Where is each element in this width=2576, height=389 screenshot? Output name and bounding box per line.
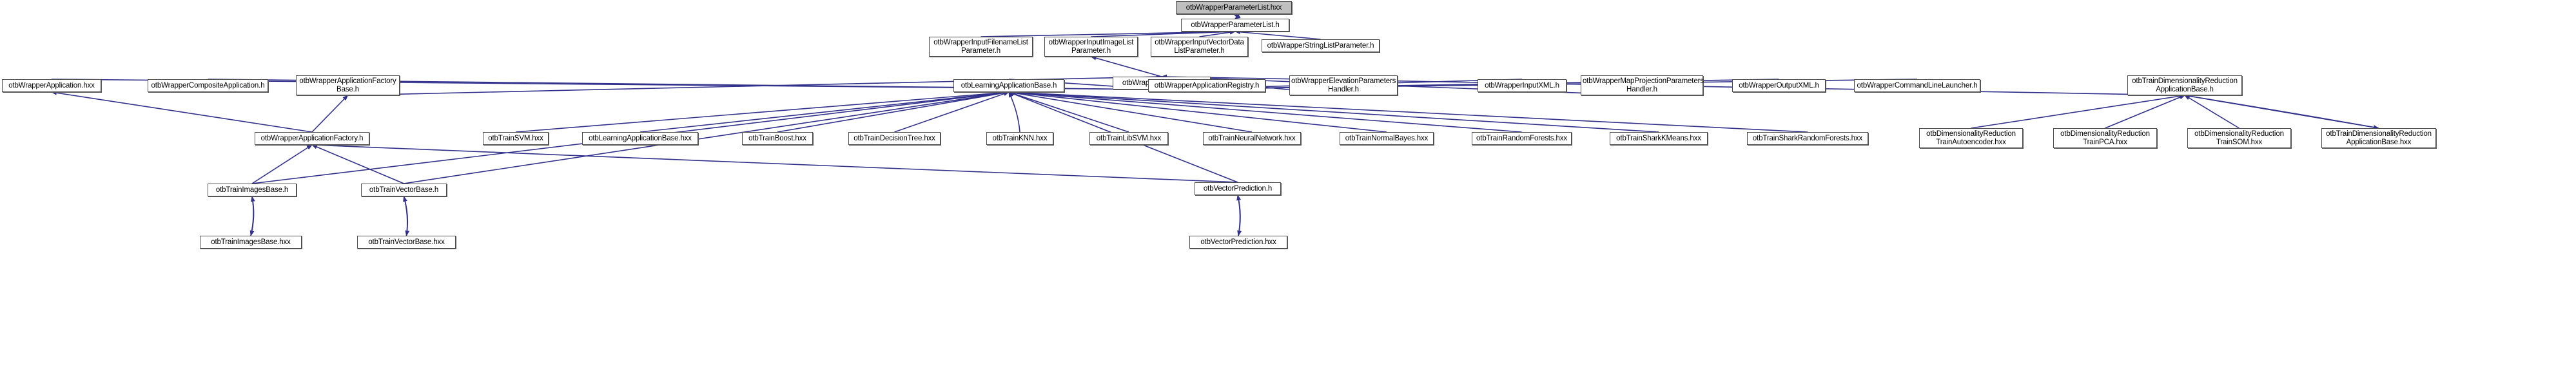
graph-node-label: otbWrapperInputImageList Parameter.h [1048, 39, 1134, 55]
graph-node-label: otbTrainSharkRandomForests.hxx [1752, 134, 1863, 142]
graph-node[interactable]: otbWrapperInputVectorData ListParameter.… [1151, 37, 1248, 57]
graph-node-label: otbTrainImagesBase.hxx [211, 238, 291, 246]
graph-node-label: otbLearningApplicationBase.h [961, 81, 1057, 90]
graph-node[interactable]: otbTrainVectorBase.hxx [357, 236, 456, 249]
graph-node-label: otbWrapperParameterList.h [1191, 21, 1280, 29]
graph-node[interactable]: otbWrapperApplicationFactory Base.h [296, 75, 400, 95]
graph-node[interactable]: otbTrainSVM.hxx [483, 132, 549, 145]
graph-node[interactable]: otbWrapperCommandLineLauncher.h [1854, 79, 1980, 92]
graph-node[interactable]: otbLearningApplicationBase.hxx [582, 132, 698, 145]
graph-node[interactable]: otbWrapperMapProjectionParameters Handle… [1581, 75, 1704, 95]
graph-node[interactable]: otbTrainRandomForests.hxx [1472, 132, 1572, 145]
graph-node[interactable]: otbWrapperCompositeApplication.h [148, 79, 268, 92]
graph-node-label: otbTrainLibSVM.hxx [1096, 134, 1162, 142]
graph-node-label: otbWrapperInputXML.h [1485, 81, 1559, 90]
graph-node[interactable]: otbTrainImagesBase.h [208, 184, 297, 196]
graph-node-label: otbVectorPrediction.hxx [1200, 238, 1276, 246]
graph-node[interactable]: otbWrapperApplication.hxx [2, 79, 101, 92]
graph-node-label: otbTrainDecisionTree.hxx [854, 134, 935, 142]
graph-node-label: otbTrainNormalBayes.hxx [1345, 134, 1429, 142]
graph-node[interactable]: otbLearningApplicationBase.h [953, 79, 1064, 92]
graph-node-label: otbWrapperStringListParameter.h [1267, 41, 1374, 50]
graph-node-label: otbTrainDimensionalityReduction Applicat… [2132, 77, 2238, 93]
graph-node-root[interactable]: otbWrapperParameterList.hxx [1176, 1, 1292, 14]
graph-node[interactable]: otbTrainNormalBayes.hxx [1340, 132, 1434, 145]
graph-node-label: otbTrainDimensionalityReduction Applicat… [2326, 130, 2432, 146]
graph-node[interactable]: otbTrainImagesBase.hxx [200, 236, 302, 249]
graph-node[interactable]: otbDimensionalityReduction TrainAutoenco… [1919, 128, 2023, 148]
graph-node-label: otbWrapperApplicationRegistry.h [1154, 81, 1260, 90]
graph-node-label: otbWrapperApplication.hxx [8, 81, 95, 90]
graph-node[interactable]: otbWrapperApplicationRegistry.h [1148, 79, 1265, 92]
graph-node-label: otbTrainKNN.hxx [992, 134, 1048, 142]
graph-node-label: otbLearningApplicationBase.hxx [589, 134, 692, 142]
graph-node-label: otbWrapperMapProjectionParameters Handle… [1583, 77, 1704, 93]
graph-node-label: otbWrapperParameterList.hxx [1186, 3, 1282, 12]
graph-node-label: otbTrainVectorBase.hxx [368, 238, 445, 246]
graph-node-label: otbWrapperInputVectorData ListParameter.… [1155, 39, 1244, 55]
graph-node[interactable]: otbTrainSharkKMeans.hxx [1610, 132, 1708, 145]
graph-node[interactable]: otbWrapperApplicationFactory.h [255, 132, 369, 145]
graph-node[interactable]: otbTrainDecisionTree.hxx [848, 132, 941, 145]
graph-node[interactable]: otbWrapperOutputXML.h [1732, 79, 1826, 92]
graph-node-label: otbWrapperElevationParameters Handler.h [1291, 77, 1396, 93]
graph-node[interactable]: otbTrainSharkRandomForests.hxx [1747, 132, 1868, 145]
graph-node-label: otbDimensionalityReduction TrainPCA.hxx [2060, 130, 2150, 146]
graph-node[interactable]: otbTrainNeuralNetwork.hxx [1203, 132, 1301, 145]
graph-node-label: otbTrainImagesBase.h [215, 185, 289, 194]
graph-node[interactable]: otbVectorPrediction.h [1195, 182, 1281, 195]
graph-node-label: otbWrapperApplicationFactory Base.h [299, 77, 396, 93]
graph-node[interactable]: otbWrapperInputImageList Parameter.h [1044, 37, 1138, 57]
graph-node[interactable]: otbWrapperInputFilenameList Parameter.h [929, 37, 1033, 57]
graph-node-label: otbTrainRandomForests.hxx [1476, 134, 1567, 142]
graph-node-label: otbWrapperApplicationFactory.h [260, 134, 364, 142]
graph-node[interactable]: otbWrapperParameterList.h [1181, 19, 1289, 32]
graph-node[interactable]: otbTrainDimensionalityReduction Applicat… [2321, 128, 2436, 148]
graph-node[interactable]: otbTrainKNN.hxx [986, 132, 1053, 145]
graph-node-label: otbDimensionalityReduction TrainSOM.hxx [2194, 130, 2284, 146]
graph-node-label: otbVectorPrediction.h [1203, 184, 1273, 193]
graph-node[interactable]: otbTrainBoost.hxx [742, 132, 813, 145]
graph-node-label: otbTrainSVM.hxx [488, 134, 543, 142]
graph-node-label: otbWrapperCompositeApplication.h [151, 81, 265, 90]
graph-node-label: otbTrainNeuralNetwork.hxx [1208, 134, 1296, 142]
graph-node-label: otbTrainBoost.hxx [748, 134, 806, 142]
graph-node[interactable]: otbWrapperElevationParameters Handler.h [1289, 75, 1398, 95]
graph-node-label: otbTrainSharkKMeans.hxx [1616, 134, 1701, 142]
graph-node[interactable]: otbTrainLibSVM.hxx [1089, 132, 1168, 145]
graph-node-label: otbTrainVectorBase.h [369, 185, 439, 194]
graph-node[interactable]: otbTrainVectorBase.h [361, 184, 447, 196]
graph-node[interactable]: otbTrainDimensionalityReduction Applicat… [2127, 75, 2242, 95]
graph-node[interactable]: otbVectorPrediction.hxx [1189, 236, 1287, 249]
graph-node-label: otbWrapperInputFilenameList Parameter.h [933, 39, 1028, 55]
graph-node[interactable]: otbDimensionalityReduction TrainSOM.hxx [2187, 128, 2291, 148]
graph-node-label: otbWrapperCommandLineLauncher.h [1857, 81, 1978, 90]
graph-node-label: otbDimensionalityReduction TrainAutoenco… [1926, 130, 2016, 146]
graph-node-label: otbWrapperOutputXML.h [1739, 81, 1819, 90]
graph-node[interactable]: otbWrapperStringListParameter.h [1262, 39, 1380, 52]
graph-node[interactable]: otbDimensionalityReduction TrainPCA.hxx [2053, 128, 2157, 148]
graph-node[interactable]: otbWrapperInputXML.h [1478, 79, 1566, 92]
